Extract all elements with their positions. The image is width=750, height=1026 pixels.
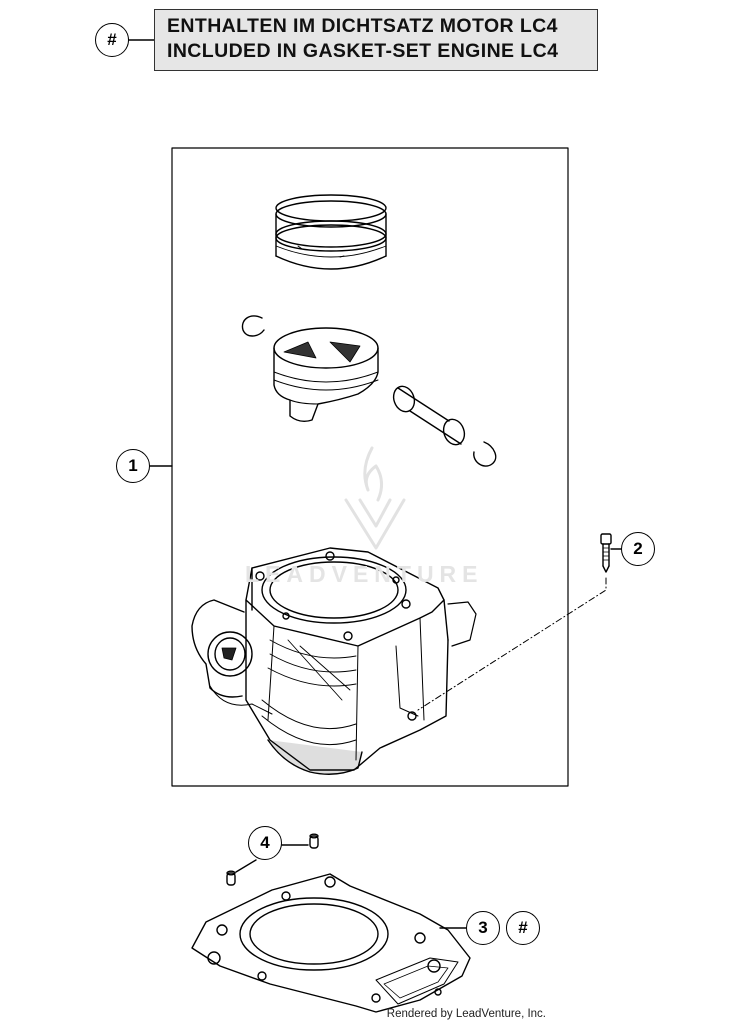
piston [273,327,379,423]
callout-4-leader-left [235,859,257,873]
piston-pin [392,385,466,446]
circlip-right [473,441,497,467]
header-hash-callout: # [95,23,129,57]
render-credit: Rendered by LeadVenture, Inc. [386,1008,546,1020]
callout-3[interactable]: 3 [466,911,500,945]
callout-1[interactable]: 1 [116,449,150,483]
watermark-wordmark: LEADVENTURE [245,561,484,587]
assembly-bracket-box [171,147,569,787]
callout-2-label: 2 [633,539,643,558]
callout-3-hash[interactable]: # [506,911,540,945]
piston-rings [275,194,387,270]
legend-line-english: INCLUDED IN GASKET-SET ENGINE LC4 [167,40,559,62]
legend-line-german: ENTHALTEN IM DICHTSATZ MOTOR LC4 [167,15,558,37]
callout-3-hash-label: # [518,918,528,937]
screw-install-line [417,577,607,711]
callout-1-label: 1 [128,456,138,475]
dowel-pins [226,833,319,886]
base-gasket [191,873,471,1013]
gasket-set-legend: ENTHALTEN IM DICHTSATZ MOTOR LC4 INCLUDE… [154,9,598,71]
header-hash-symbol: # [107,30,117,49]
circlip-left [241,315,265,337]
callout-4-label: 4 [260,833,270,852]
callout-3-label: 3 [478,918,488,937]
screw [600,533,612,573]
watermark-logo [344,446,406,550]
cylinder [191,547,477,775]
callout-4[interactable]: 4 [248,826,282,860]
callout-2[interactable]: 2 [621,532,655,566]
